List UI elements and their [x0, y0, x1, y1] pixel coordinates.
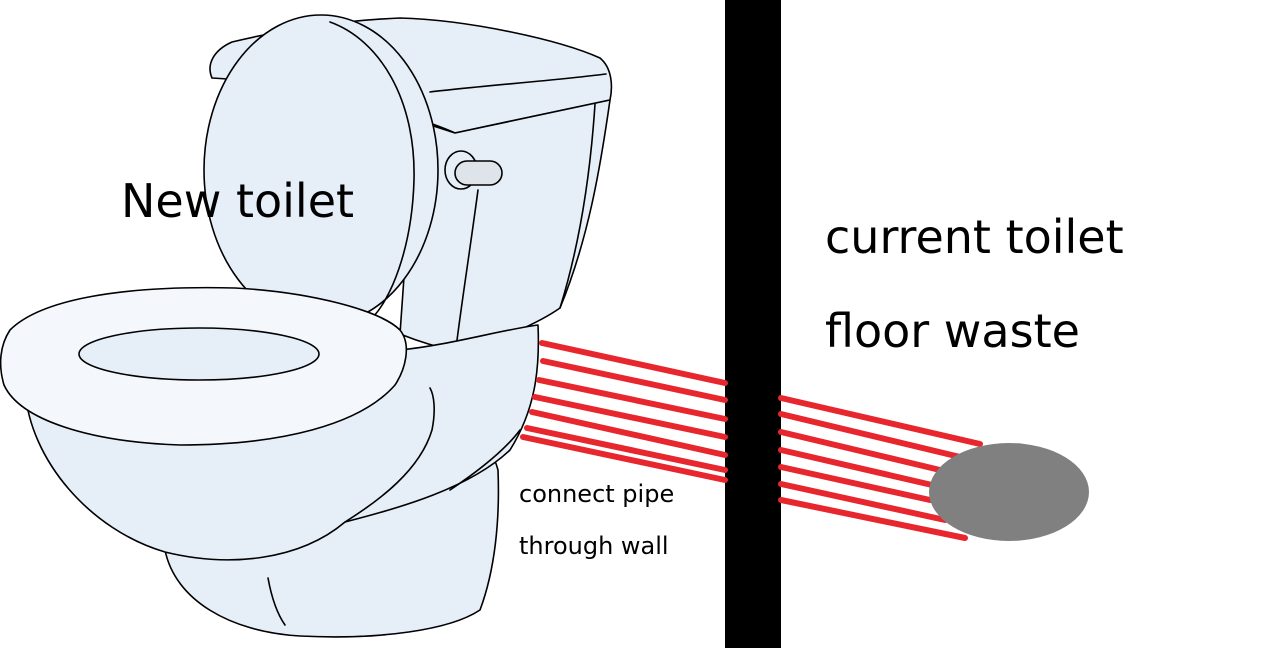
- seat-opening: [78, 327, 320, 381]
- base-seam: [267, 577, 286, 626]
- pipe-line: [778, 497, 968, 541]
- floor-waste-label: floor waste: [825, 304, 1080, 358]
- floor-waste-drain: [929, 443, 1089, 541]
- through-wall-label: through wall: [519, 532, 669, 560]
- pipe-line: [529, 409, 728, 458]
- tank-side: [559, 103, 596, 309]
- bowl-contour: [344, 387, 435, 523]
- tank-edge: [455, 189, 479, 349]
- tank-lid-front: [429, 73, 607, 93]
- pipe-line: [539, 340, 728, 386]
- pipe-line: [778, 395, 983, 447]
- pipe-line: [778, 411, 963, 460]
- connect-pipe: [520, 340, 983, 541]
- flush-handle-lever[interactable]: [454, 160, 503, 186]
- pipe-line: [536, 377, 728, 422]
- seat-lid-inner: [329, 21, 415, 319]
- pipe-line: [520, 434, 728, 483]
- pipe-line: [532, 394, 728, 440]
- seat-lid: [203, 14, 439, 326]
- pipe-line: [540, 358, 728, 403]
- current-toilet-label: current toilet: [825, 210, 1124, 264]
- pipe-line: [524, 425, 728, 473]
- new-toilet-label: New toilet: [121, 174, 355, 228]
- pipe-line: [778, 429, 943, 473]
- new-toilet-illustration: [0, 14, 613, 638]
- pipe-line: [778, 447, 935, 488]
- bowl-contour-2: [449, 429, 521, 491]
- pipe-line: [778, 481, 948, 523]
- wall: [725, 0, 781, 648]
- connect-pipe-label: connect pipe: [519, 480, 675, 508]
- pipe-line: [778, 464, 933, 503]
